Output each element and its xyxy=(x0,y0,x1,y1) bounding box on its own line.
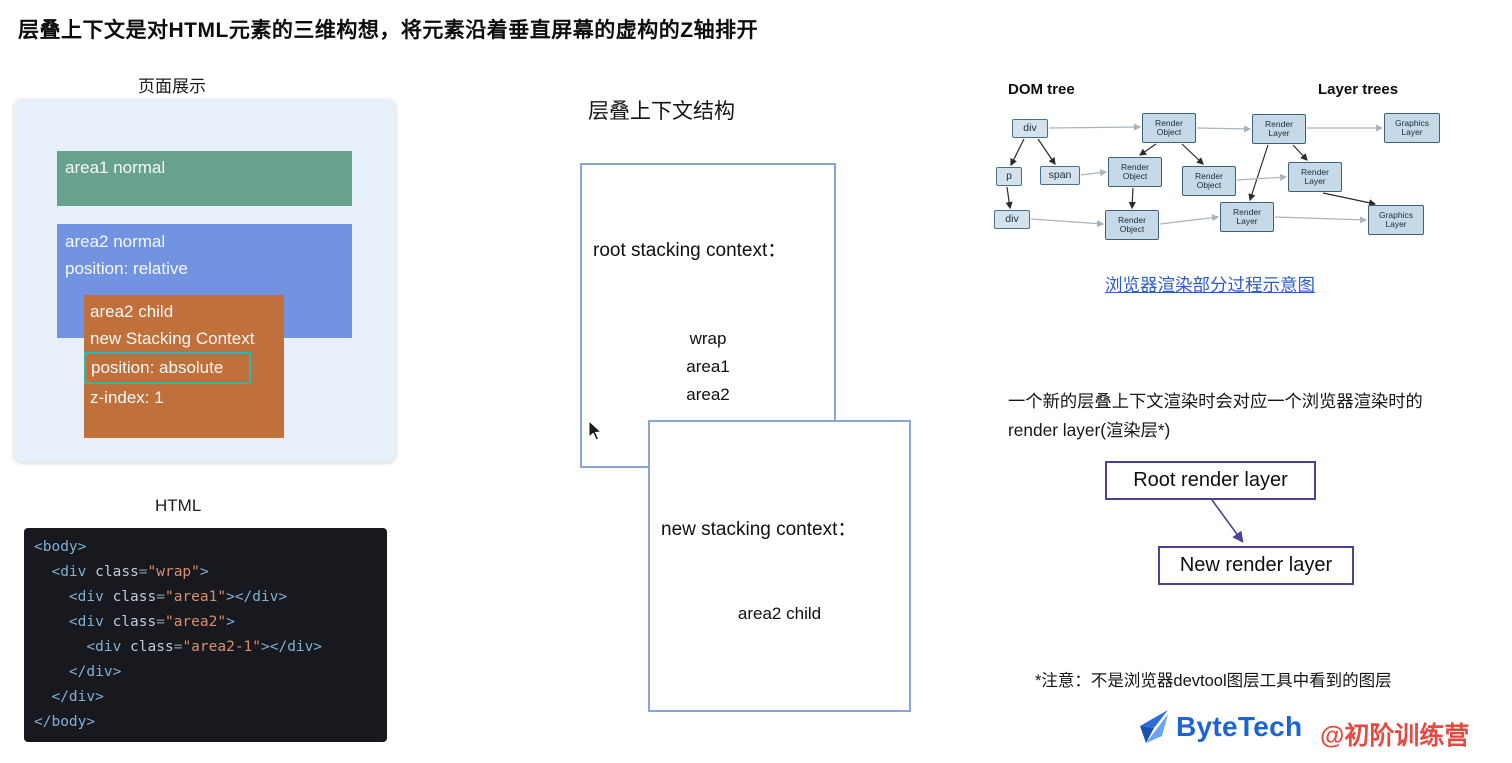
area2-label-line1: area2 normal xyxy=(65,232,166,251)
code-token: <body> xyxy=(34,539,87,555)
root-context-items: wrap area1 area2 xyxy=(582,325,834,409)
tree-node-div: div xyxy=(1012,119,1048,138)
bytetech-logo: ByteTech xyxy=(1138,710,1302,744)
code-line: <div class="area2"> xyxy=(34,610,379,635)
child-label-line3: z-index: 1 xyxy=(90,388,164,407)
root-render-layer-box: Root render layer xyxy=(1105,461,1316,500)
code-token: <div xyxy=(68,589,113,605)
code-token: <div xyxy=(68,614,113,630)
dom-tree-label: DOM tree xyxy=(1008,81,1075,98)
code-token: <div xyxy=(51,564,96,580)
code-token xyxy=(34,639,86,655)
tree-node-graphics-layer: Graphics Layer xyxy=(1384,113,1440,143)
new-render-layer-box: New render layer xyxy=(1158,546,1354,585)
code-token: class xyxy=(130,639,174,655)
tree-node-render-object: Render Object xyxy=(1105,210,1159,240)
page-demo-panel: area1 normal area2 normal position: rela… xyxy=(14,99,396,462)
area1-label: area1 normal xyxy=(65,158,166,177)
tree-node-render-object: Render Object xyxy=(1182,166,1236,196)
area2-child-block: area2 child new Stacking Context positio… xyxy=(84,295,284,438)
structure-heading: 层叠上下文结构 xyxy=(588,100,735,123)
tree-node-render-object: Render Object xyxy=(1142,113,1196,143)
code-token: </div> xyxy=(51,689,104,705)
code-token: class xyxy=(112,589,157,605)
new-stacking-context-box: new stacking context： area2 child xyxy=(648,420,911,712)
code-token: = xyxy=(138,564,148,580)
stacking-item: area2 xyxy=(686,385,730,404)
layer-trees-label: Layer trees xyxy=(1318,81,1399,98)
code-token: class xyxy=(112,614,157,630)
code-line: </body> xyxy=(34,710,379,735)
code-token: ></div> xyxy=(226,589,288,605)
note-text: *注意：不是浏览器devtool图层工具中看到的图层 xyxy=(1035,672,1392,690)
code-token: <div xyxy=(86,639,131,655)
tree-node-span: span xyxy=(1040,166,1080,185)
root-stacking-context-box: root stacking context： wrap area1 area2 xyxy=(580,163,836,468)
code-token: "area2-1" xyxy=(182,639,262,655)
tree-node-render-layer: Render Layer xyxy=(1252,114,1306,144)
code-token: = xyxy=(156,614,165,630)
page-title: 层叠上下文是对HTML元素的三维构想，将元素沿着垂直屏幕的虚构的Z轴排开 xyxy=(18,19,759,42)
code-token: </body> xyxy=(34,714,96,730)
bytetech-logo-text: ByteTech xyxy=(1176,711,1303,742)
code-token xyxy=(34,664,69,680)
code-token: ></div> xyxy=(261,639,323,655)
code-token: > xyxy=(199,564,209,580)
code-token xyxy=(34,689,51,705)
root-render-layer-label: Root render layer xyxy=(1133,469,1288,491)
code-token xyxy=(34,589,69,605)
code-token: > xyxy=(226,614,235,630)
code-token: "wrap" xyxy=(147,564,200,580)
code-block: <body> <div class="wrap"> <div class="ar… xyxy=(24,528,387,742)
code-token: </div> xyxy=(68,664,122,680)
code-token xyxy=(34,614,69,630)
render-layer-paragraph: 一个新的层叠上下文渲染时会对应一个浏览器渲染时的render layer(渲染层… xyxy=(1008,391,1423,440)
code-line: </div> xyxy=(34,685,379,710)
tree-node-render-layer: Render Layer xyxy=(1288,162,1342,192)
code-token: "area1" xyxy=(164,589,227,605)
tree-edges-svg xyxy=(1005,123,1384,228)
watermark-text: @初阶训练营 xyxy=(1320,722,1470,750)
child-label-line2: new Stacking Context xyxy=(90,329,255,348)
bytetech-logo-icon xyxy=(1140,710,1168,743)
stacking-item: wrap xyxy=(689,329,727,348)
code-line: <div class="area2-1"></div> xyxy=(34,635,379,660)
code-token: = xyxy=(156,589,165,605)
stacking-item: area2 child xyxy=(737,604,822,623)
root-context-title: root stacking context： xyxy=(593,240,787,261)
tree-node-graphics-layer: Graphics Layer xyxy=(1368,205,1424,235)
tree-node-render-object: Render Object xyxy=(1108,157,1162,187)
new-context-title: new stacking context： xyxy=(661,519,857,540)
area2-label-line2: position: relative xyxy=(65,259,188,278)
new-render-layer-label: New render layer xyxy=(1179,554,1333,576)
code-token: "area2" xyxy=(164,614,227,630)
code-line: <div class="wrap"> xyxy=(34,560,379,585)
area1-block: area1 normal xyxy=(57,151,352,206)
code-token: = xyxy=(173,639,183,655)
tree-node-p: p xyxy=(996,167,1022,186)
code-line: <body> xyxy=(34,535,379,560)
mouse-cursor-icon xyxy=(588,420,603,441)
child-label-line1: area2 child xyxy=(90,302,174,321)
code-line: <div class="area1"></div> xyxy=(34,585,379,610)
stacking-item: area1 xyxy=(686,357,730,376)
layer-arrow-icon xyxy=(1211,499,1244,543)
html-label: HTML xyxy=(155,496,202,515)
tree-node-render-layer: Render Layer xyxy=(1220,202,1274,232)
code-line: </div> xyxy=(34,660,379,685)
render-process-link[interactable]: 浏览器渲染部分过程示意图 xyxy=(1105,275,1315,295)
position-absolute-highlight: position: absolute xyxy=(84,352,252,384)
tree-node-div: div xyxy=(994,210,1030,229)
code-token: class xyxy=(95,564,139,580)
demo-panel-label: 页面展示 xyxy=(138,77,206,96)
code-token xyxy=(34,564,51,580)
new-context-items: area2 child xyxy=(650,600,909,628)
